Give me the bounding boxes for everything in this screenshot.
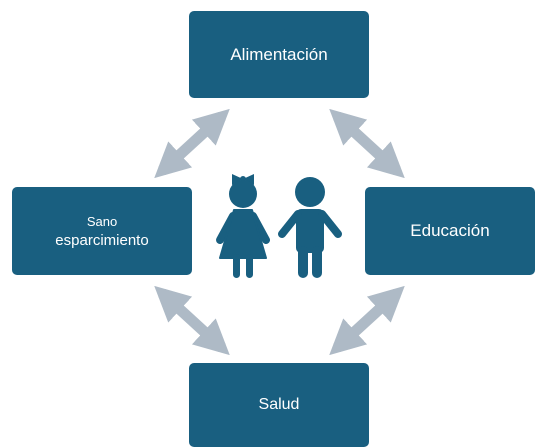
node-label: Educación [410,221,490,240]
node-label: Alimentación [230,44,328,64]
double-arrow-icon [329,108,405,179]
double-arrow-icon [329,285,405,356]
node-label: Salud [258,396,300,413]
node-label-line2: esparcimiento [55,232,149,249]
girl-icon [216,174,270,278]
boy-icon [278,177,342,278]
node-salud: Salud [189,363,369,447]
double-arrow-icon [154,108,230,179]
node-educacion: Educación [365,187,535,275]
node-alimentacion: Alimentación [189,11,369,98]
double-arrow-icon [154,285,230,356]
node-label-line1: Sano [86,214,118,229]
node-sano-esparcimiento: Sano esparcimiento [12,187,192,275]
